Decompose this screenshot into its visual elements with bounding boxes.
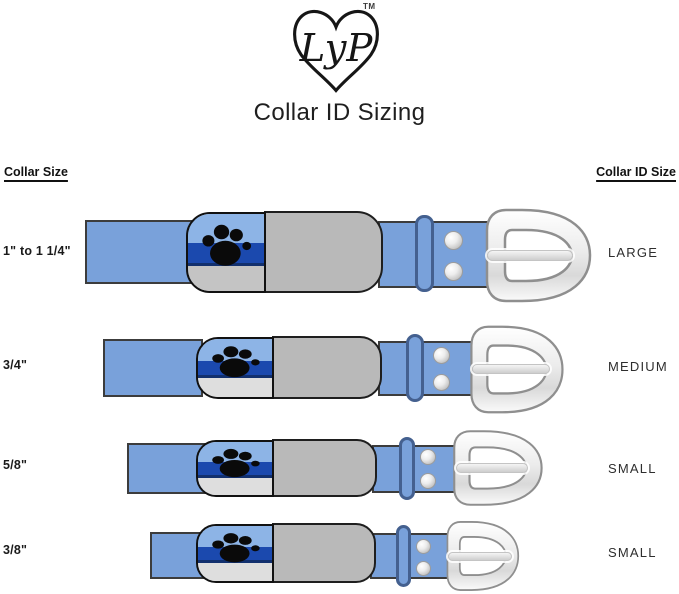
- buckle-prong: [448, 552, 512, 561]
- collar-strap-right: [378, 341, 478, 396]
- paw-icon: [211, 346, 260, 378]
- collar-size-label: 1" to 1 1/4": [3, 244, 71, 258]
- collar-size-label: 3/8": [3, 543, 28, 557]
- collar-id-size-label: SMALL: [608, 461, 657, 476]
- buckle-prong: [472, 364, 550, 374]
- collar-id-tag: [272, 336, 382, 399]
- brand-logo: LyP: [288, 4, 384, 96]
- keeper-loop: [399, 437, 415, 500]
- badge-stripe-gray: [188, 266, 264, 291]
- badge-stripe-gray: [198, 563, 272, 581]
- paw-badge: [196, 524, 274, 583]
- collar-id-size-label: MEDIUM: [608, 359, 668, 374]
- collar-size-label: 3/4": [3, 358, 28, 372]
- rivet-icon: [433, 347, 450, 364]
- rivet-icon: [444, 231, 463, 250]
- collar-id-tag: [272, 523, 376, 583]
- collar-id-tag: [272, 439, 377, 497]
- keeper-loop: [406, 334, 424, 402]
- page-title: Collar ID Sizing: [253, 99, 426, 126]
- buckle-prong: [487, 250, 573, 261]
- rivet-icon: [420, 473, 436, 489]
- trademark-symbol: TM: [363, 2, 376, 11]
- paw-icon: [202, 224, 251, 266]
- column-header-collar-size: Collar Size: [4, 165, 68, 179]
- collar-id-tag: [264, 211, 383, 293]
- column-header-collar-id-size: Collar ID Size: [596, 165, 676, 179]
- keeper-loop: [396, 525, 411, 587]
- keeper-loop: [415, 215, 434, 292]
- rivet-icon: [420, 449, 436, 465]
- collar-strap-right: [370, 533, 455, 579]
- collar-id-size-label: LARGE: [608, 245, 659, 260]
- paw-icon: [211, 449, 260, 478]
- badge-stripe-gray: [198, 478, 272, 495]
- buckle-prong: [456, 463, 528, 473]
- rivet-icon: [416, 561, 431, 576]
- collar-strap-left: [85, 220, 197, 284]
- logo-text: LyP: [299, 26, 374, 71]
- paw-badge: [196, 440, 274, 497]
- collar-id-size-label: SMALL: [608, 545, 657, 560]
- rivet-icon: [416, 539, 431, 554]
- paw-badge: [186, 212, 266, 293]
- paw-badge: [196, 337, 274, 399]
- badge-stripe-gray: [198, 378, 272, 397]
- collar-size-label: 5/8": [3, 458, 28, 472]
- rivet-icon: [433, 374, 450, 391]
- paw-icon: [211, 533, 260, 563]
- heart-logo-icon: LyP: [293, 9, 379, 93]
- rivet-icon: [444, 262, 463, 281]
